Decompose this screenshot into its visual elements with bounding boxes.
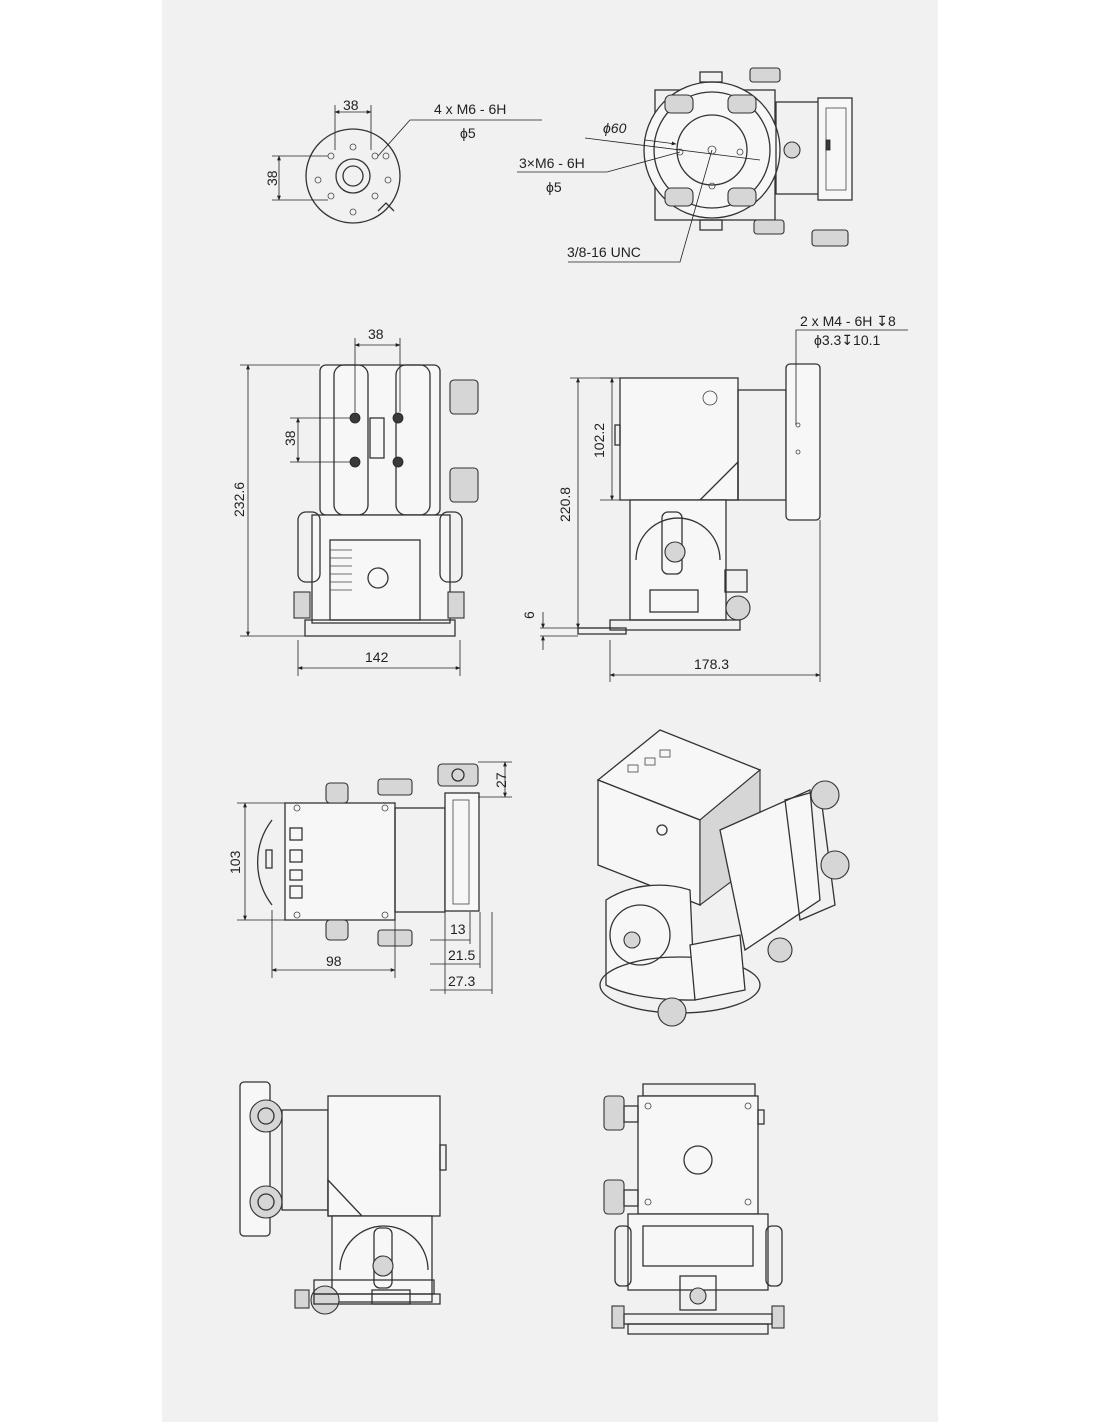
top-round-dimensions xyxy=(517,137,761,263)
callout-top-flange-thread: 4 x M6 - 6H xyxy=(434,101,506,117)
dim-front-spacing: 38 xyxy=(282,430,298,446)
front-view xyxy=(293,364,479,637)
side-view-2 xyxy=(239,1081,447,1315)
callout-center-thread: 3/8-16 UNC xyxy=(567,244,641,260)
dim-side-height: 220.8 xyxy=(557,487,573,522)
dim-rear-knob-offset: 27 xyxy=(493,772,509,788)
drawing-sheet xyxy=(162,0,938,1422)
isometric-view xyxy=(596,729,850,1027)
callout-top-round-thread: 3×M6 - 6H xyxy=(519,155,585,171)
side-view-dimensions xyxy=(540,329,908,682)
dim-top-round-diameter: ϕ60 xyxy=(603,120,627,136)
rear-view xyxy=(256,763,480,947)
dim-top-flange-height: 38 xyxy=(264,170,280,186)
dim-side-box-height: 102.2 xyxy=(591,423,607,458)
dim-rear-offset-1: 13 xyxy=(450,921,466,937)
dim-front-width-top: 38 xyxy=(368,326,384,342)
dim-side-depth: 178.3 xyxy=(694,656,729,672)
top-flange-view xyxy=(305,128,401,224)
dim-front-height: 232.6 xyxy=(231,482,247,517)
callout-side-thread: 2 x M4 - 6H ↧8 xyxy=(800,313,896,329)
side-view xyxy=(577,363,821,635)
callout-side-thread-depth: 8 xyxy=(888,313,896,329)
rear-view-dimensions xyxy=(237,761,512,994)
dim-rear-offset-2: 21.5 xyxy=(448,947,475,963)
dim-rear-width: 98 xyxy=(326,953,342,969)
callout-side-hole-depth: 10.1 xyxy=(853,332,880,348)
front-view-2 xyxy=(603,1083,785,1335)
callout-side-thread-size: 2 x M4 - 6H xyxy=(800,313,872,329)
top-flange-dimensions xyxy=(272,105,542,201)
callout-side-hole-size: ϕ3.3 xyxy=(814,332,842,348)
callout-side-hole: ϕ3.3↧10.1 xyxy=(814,332,881,348)
dim-side-base-offset: 6 xyxy=(521,611,537,619)
callout-top-flange-hole: ϕ5 xyxy=(460,125,476,141)
dim-rear-offset-3: 27.3 xyxy=(448,973,475,989)
dim-front-base-width: 142 xyxy=(365,649,389,665)
dim-rear-height: 103 xyxy=(227,850,243,874)
front-view-dimensions xyxy=(240,338,461,676)
callout-top-round-hole: ϕ5 xyxy=(546,179,562,195)
dim-top-flange-width: 38 xyxy=(343,97,359,113)
top-round-view xyxy=(643,67,853,247)
